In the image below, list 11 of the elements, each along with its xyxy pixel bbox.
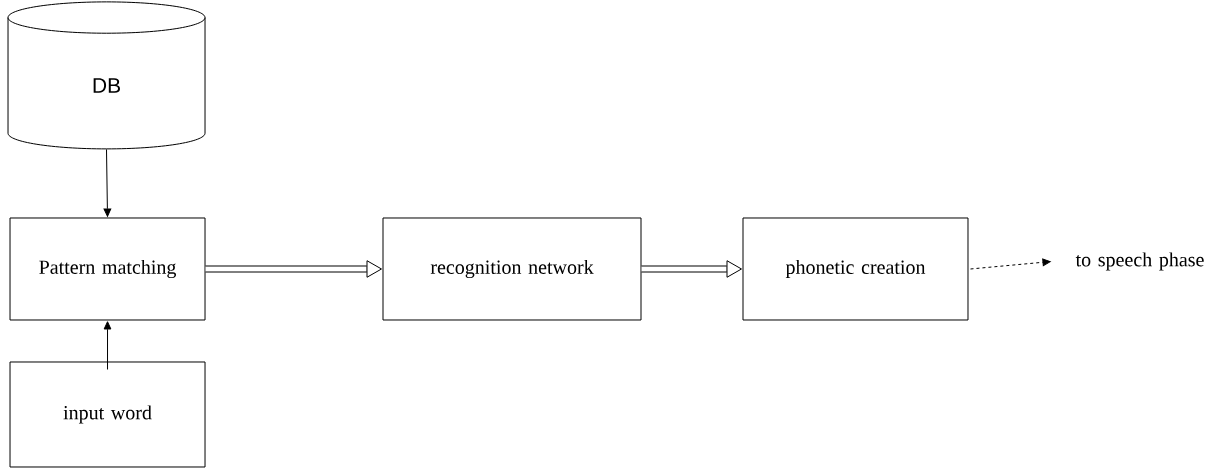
database-cylinder: DB <box>7 1 206 150</box>
arrow <box>103 321 112 370</box>
process-box: phonetic creation <box>742 217 969 321</box>
double-arrow <box>205 260 382 278</box>
arrow <box>103 148 112 217</box>
process-box: recognition network <box>382 217 642 321</box>
dashed-arrow <box>970 258 1051 270</box>
flow-text: to speech phase <box>1075 252 1204 271</box>
double-arrow <box>641 260 742 278</box>
process-box: Pattern matching <box>9 217 206 321</box>
process-box: input word <box>9 361 206 468</box>
